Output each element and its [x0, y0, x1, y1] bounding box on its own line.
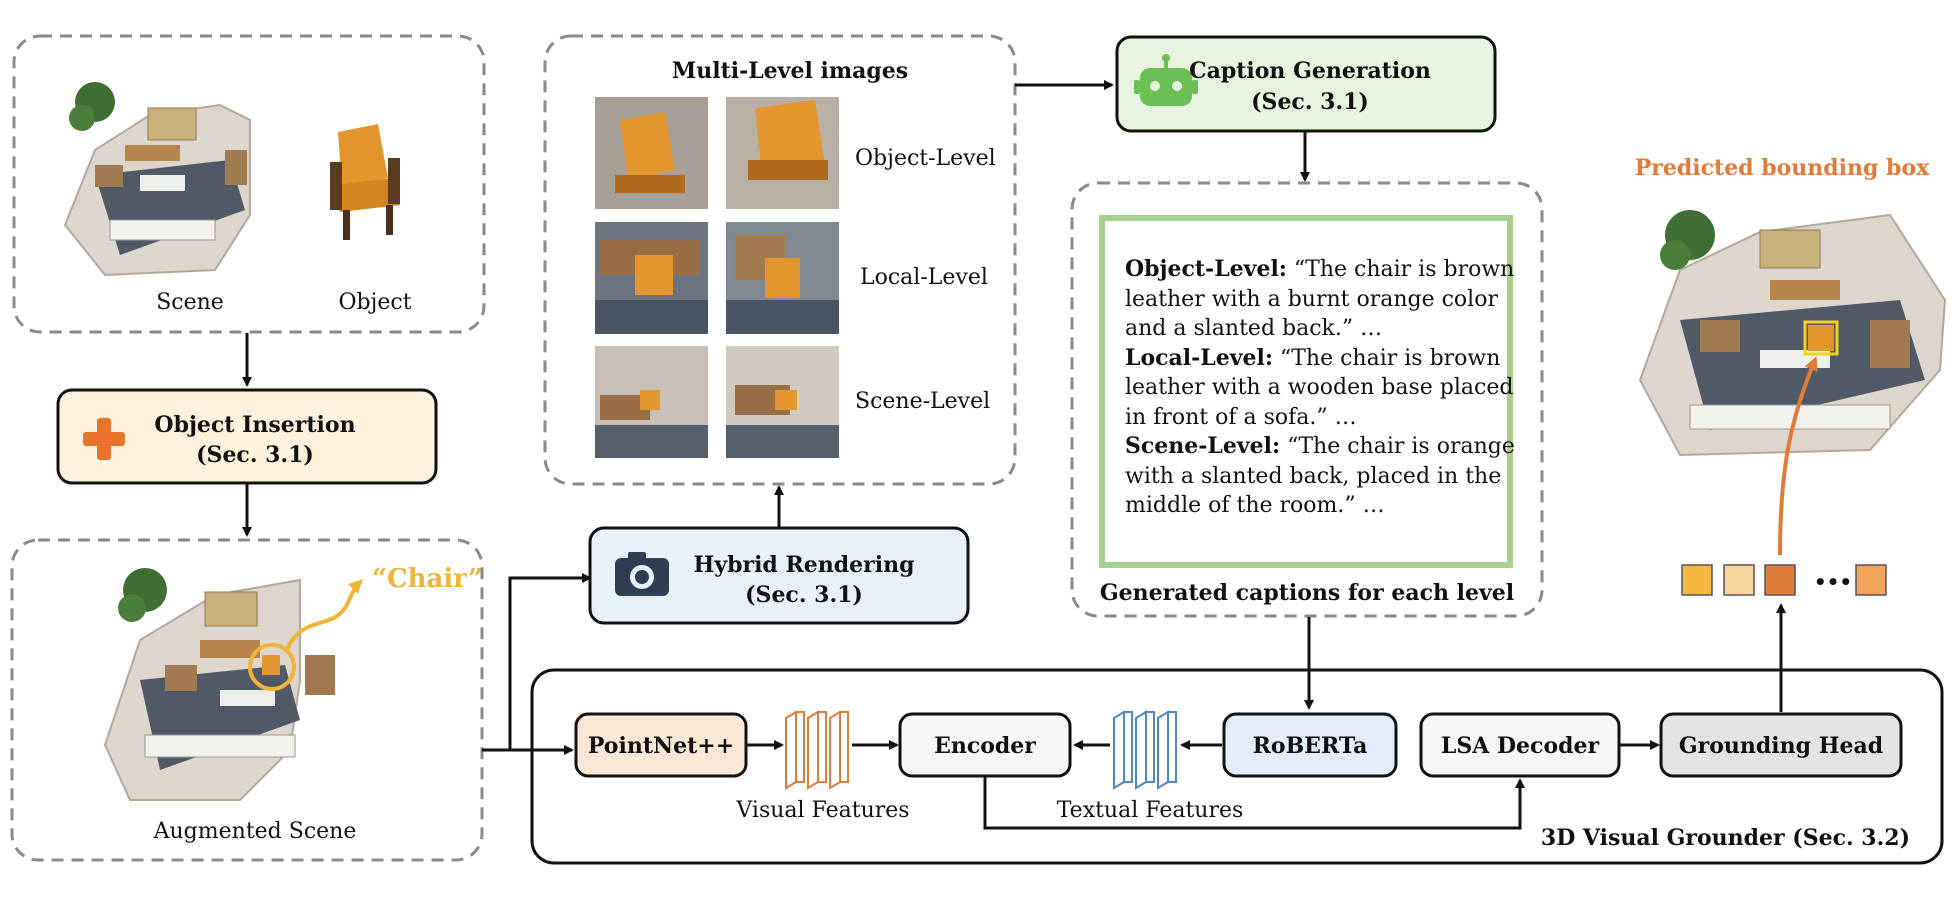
chair-object-image [330, 124, 400, 240]
arrow-encoder-to-decoder [983, 777, 1525, 830]
scene-level-thumb-1 [595, 346, 708, 458]
object-label: Object [338, 290, 411, 315]
captions-text: Object-Level: “The chair is brown leathe… [1125, 255, 1520, 521]
token-3 [1764, 564, 1796, 596]
object-level-thumb-1 [595, 97, 708, 209]
visual-features-label: Visual Features [735, 798, 909, 823]
scene-label: Scene [156, 290, 224, 315]
plus-icon [83, 418, 125, 460]
predicted-bbox [1803, 320, 1839, 356]
caption-local-text: “The chair is brown leather with a woode… [1125, 345, 1514, 430]
chair-tag-arrow [284, 579, 363, 653]
caption-local-head: Local-Level: [1125, 344, 1274, 371]
camera-icon [615, 552, 669, 596]
token-2 [1723, 564, 1755, 596]
encoder-label: Encoder [934, 733, 1036, 759]
object-insertion-box [56, 388, 438, 485]
pointnet-label: PointNet++ [588, 733, 734, 759]
caption-object-text: “The chair is brown leather with a burnt… [1125, 257, 1515, 341]
local-level-label: Local-Level [860, 265, 988, 290]
lsa-decoder-box [1419, 712, 1621, 778]
textual-features-label: Textual Features [1057, 798, 1244, 823]
grounder-frame [530, 668, 1944, 865]
local-level-thumb-1 [595, 222, 708, 334]
multilevel-title: Multi-Level images [672, 58, 908, 84]
predicted-scene-image [1638, 210, 1947, 457]
hybrid-rendering-title: Hybrid Rendering [694, 552, 915, 578]
caption-object-head: Object-Level: [1125, 256, 1287, 282]
grounding-head-box [1659, 712, 1903, 778]
hybrid-rendering-ref: (Sec. 3.1) [745, 582, 863, 608]
scene-level-label: Scene-Level [855, 389, 990, 414]
visual-features-stack [785, 710, 849, 790]
object-insertion-title: Object Insertion [154, 412, 355, 438]
caption-scene-head: Scene-Level: [1125, 433, 1281, 459]
caption-scene-text: “The chair is orange with a slanted back… [1125, 434, 1515, 518]
roberta-label: RoBERTa [1253, 733, 1368, 759]
object-level-thumb-2 [726, 97, 839, 209]
scene-level-thumb-2 [726, 346, 839, 458]
scene-image [63, 82, 251, 277]
augmented-scene-panel [10, 538, 484, 862]
captions-frame [1099, 215, 1513, 568]
grounder-title: 3D Visual Grounder (Sec. 3.2) [1541, 825, 1910, 851]
augmented-scene-image [103, 568, 335, 801]
textual-features-stack [1113, 710, 1177, 790]
multilevel-images-panel [543, 34, 1017, 486]
caption-generation-title: Caption Generation [1189, 58, 1431, 84]
object-level-label: Object-Level [855, 146, 996, 171]
caption-generation-box [1115, 35, 1497, 133]
grounding-head-label: Grounding Head [1679, 733, 1883, 759]
chair-tag: “Chair” [372, 564, 483, 594]
lsa-decoder-label: LSA Decoder [1441, 733, 1600, 759]
token-ellipsis: ••• [1814, 570, 1852, 594]
pointnet-box [574, 712, 748, 778]
token-4 [1855, 564, 1887, 596]
chair-highlight-circle [248, 643, 296, 691]
captions-footer: Generated captions for each level [1100, 580, 1514, 606]
captions-panel [1070, 181, 1544, 618]
arrow-augmented-to-rendering [482, 573, 592, 752]
token-1 [1681, 564, 1713, 596]
robot-icon [1134, 54, 1198, 106]
encoder-box [898, 712, 1072, 778]
predicted-bbox-label: Predicted bounding box [1635, 155, 1930, 181]
caption-generation-ref: (Sec. 3.1) [1251, 89, 1369, 115]
augmented-scene-label: Augmented Scene [153, 819, 357, 844]
predicted-arrow [1778, 356, 1818, 556]
object-insertion-ref: (Sec. 3.1) [196, 442, 314, 468]
hybrid-rendering-box [588, 526, 970, 625]
local-level-thumb-2 [726, 222, 839, 334]
scene-object-panel [12, 34, 486, 334]
roberta-box [1222, 712, 1398, 778]
